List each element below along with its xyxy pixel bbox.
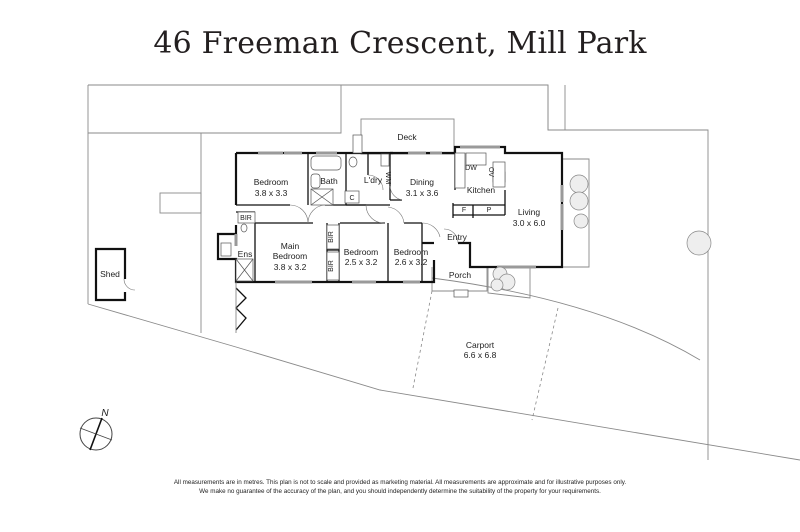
fixture-labels: BIR BIR BIR WM C DW OV F P <box>240 165 494 272</box>
shed-walls <box>94 247 127 302</box>
entry-label: Entry <box>447 232 468 242</box>
bedroom-2-label: Bedroom <box>344 247 379 257</box>
oven-bench <box>492 161 506 188</box>
ensuite-basin-icon <box>220 242 232 257</box>
compass-icon: N <box>79 408 113 451</box>
room-labels: Bedroom 3.8 x 3.3 Bath L'dry Dining 3.1 … <box>100 132 546 360</box>
living-label: Living <box>518 207 540 217</box>
bir-label-3: BIR <box>328 260 335 272</box>
bedroom-1-label: Bedroom <box>254 177 289 187</box>
basin-icon <box>310 173 321 189</box>
main-bedroom-label-2: Bedroom <box>273 251 308 261</box>
compass-label: N <box>101 408 109 419</box>
windows <box>234 145 564 284</box>
bir-box <box>237 211 256 224</box>
pantry-label: P <box>487 207 492 214</box>
porch-label: Porch <box>449 270 471 280</box>
disclaimer-line-2: We make no guarantee of the accuracy of … <box>199 487 601 495</box>
oven-label: OV <box>487 167 494 177</box>
fridge-label: F <box>462 207 466 214</box>
cupboard-box <box>344 190 360 204</box>
bir-box-2 <box>326 224 340 250</box>
bir-box-3 <box>326 251 340 281</box>
main-bedroom-dims: 3.8 x 3.2 <box>274 262 307 272</box>
carport-outline <box>412 290 559 421</box>
washing-machine-label: WM <box>384 172 391 185</box>
bedroom-1-dims: 3.8 x 3.3 <box>255 188 288 198</box>
tree-icon <box>569 174 589 194</box>
kitchen-bench <box>454 152 466 189</box>
bath-label: Bath <box>320 176 338 186</box>
cupboard-label: C <box>349 195 354 202</box>
trees <box>490 174 712 292</box>
tree-icon <box>573 213 589 229</box>
disclaimer-line-1: All measurements are in metres. This pla… <box>173 479 627 486</box>
shrub-icon <box>490 278 504 292</box>
dining-label: Dining <box>410 177 434 187</box>
dining-dims: 3.1 x 3.6 <box>406 188 439 198</box>
sink-icon <box>465 152 487 166</box>
steps-icon <box>352 134 363 154</box>
kitchen-label: Kitchen <box>467 185 496 195</box>
tree-icon <box>686 230 712 256</box>
porch-steps-icon <box>453 289 469 298</box>
shed-label: Shed <box>100 269 120 279</box>
bir-label: BIR <box>240 215 252 222</box>
bir-label-2: BIR <box>328 231 335 243</box>
washing-machine-icon <box>380 153 390 167</box>
carport-dims: 6.6 x 6.8 <box>464 350 497 360</box>
dishwasher-label: DW <box>465 165 477 172</box>
tree-icon <box>569 191 589 211</box>
fixtures <box>220 134 506 298</box>
bedroom-3-label: Bedroom <box>394 247 429 257</box>
bathtub-icon <box>310 155 342 171</box>
ensuite-toilet-icon <box>240 223 248 233</box>
door-swings <box>123 174 459 291</box>
page-title: 46 Freeman Crescent, Mill Park <box>153 26 647 61</box>
bedroom-2-dims: 2.5 x 3.2 <box>345 257 378 267</box>
main-bedroom-label-1: Main <box>281 241 300 251</box>
bedroom-3-dims: 2.6 x 3.2 <box>395 257 428 267</box>
toilet-icon <box>348 156 358 168</box>
laundry-label: L'dry <box>364 175 383 185</box>
disclaimer: All measurements are in metres. This pla… <box>0 479 800 496</box>
deck-label: Deck <box>397 132 417 142</box>
ensuite-label: Ens <box>238 249 253 259</box>
carport-label: Carport <box>466 340 495 350</box>
living-dims: 3.0 x 6.0 <box>513 218 546 228</box>
site-boundaries <box>87 84 800 461</box>
